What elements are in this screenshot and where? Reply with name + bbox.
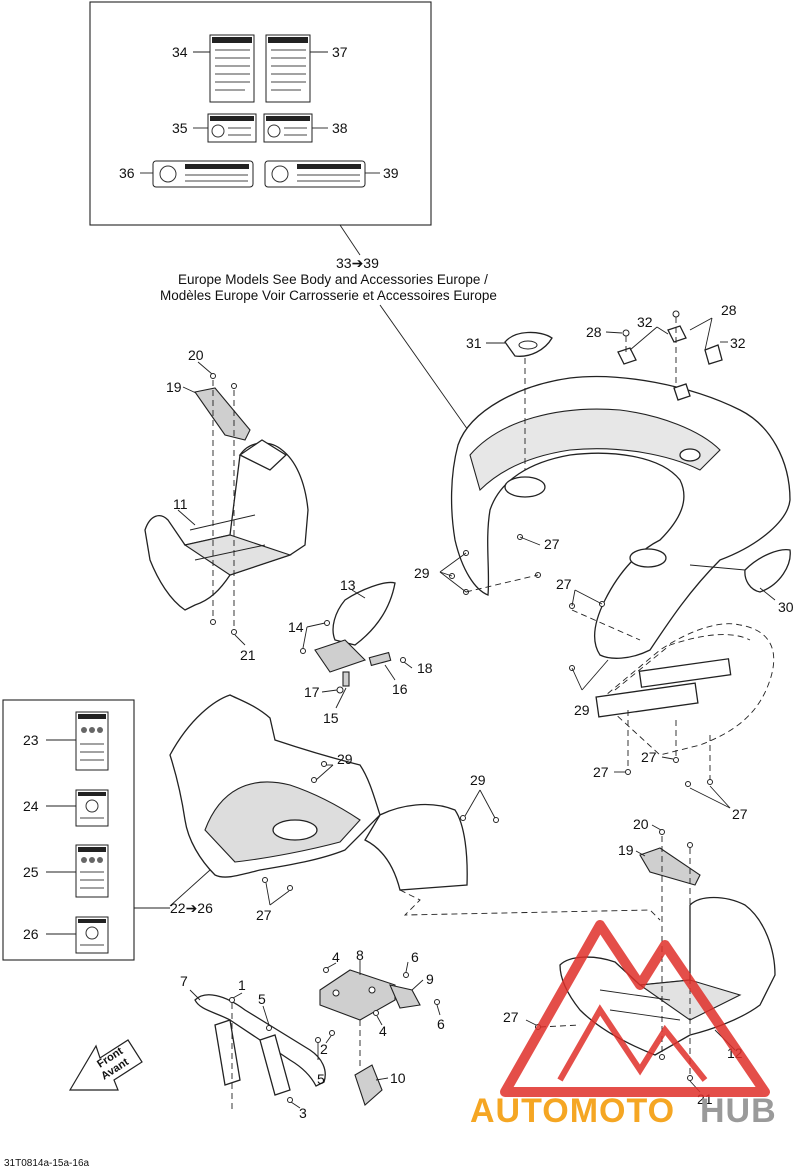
automotohub-watermark — [500, 920, 770, 1097]
callout-6-bottom: 6 — [437, 1016, 445, 1032]
part-10-bracket — [354, 1064, 383, 1106]
watermark-text-automoto: AUTOMOTO — [470, 1092, 675, 1130]
callout-6-top: 6 — [411, 949, 419, 965]
callout-15: 15 — [323, 710, 339, 726]
label-25-sticker — [75, 844, 109, 898]
callout-27-rack-c: 27 — [732, 806, 748, 822]
part-7-front-bumper — [194, 994, 326, 1096]
callout-4-bottom: 4 — [379, 1023, 387, 1039]
callout-10: 10 — [390, 1070, 406, 1086]
europe-labels-box — [89, 1, 432, 226]
callout-20-right: 20 — [633, 816, 649, 832]
part-28-screw — [622, 310, 680, 337]
callout-29-rear-low: 29 — [574, 702, 590, 718]
part-13-bracket — [314, 581, 396, 673]
label-26-sticker — [75, 916, 109, 954]
part-19-right-step — [639, 847, 701, 886]
callout-8: 8 — [356, 947, 364, 963]
part-19-left-step — [194, 387, 251, 441]
callout-37: 37 — [332, 44, 348, 60]
callout-29-rear-left: 29 — [414, 565, 430, 581]
callout-17: 17 — [304, 684, 320, 700]
label-39-sticker — [264, 160, 366, 188]
rear-rack-frame — [595, 623, 775, 756]
label-38-sticker — [263, 113, 313, 143]
callout-4-top: 4 — [332, 949, 340, 965]
label-35-sticker — [207, 113, 257, 143]
callout-2: 2 — [320, 1041, 328, 1057]
callout-13: 13 — [340, 577, 356, 593]
callout-33-39: 33➔39 — [336, 255, 379, 271]
callout-27-front: 27 — [256, 907, 272, 923]
europe-note-fr: Modèles Europe Voir Carrosserie et Acces… — [160, 288, 497, 303]
label-37-sticker — [265, 34, 311, 103]
callout-24: 24 — [23, 798, 39, 814]
callout-38: 38 — [332, 120, 348, 136]
part-8-bracket — [319, 969, 396, 1021]
label-34-sticker — [209, 34, 255, 103]
part-30-pad — [744, 549, 791, 593]
callout-21-left: 21 — [240, 647, 256, 663]
part-31-cover — [504, 331, 553, 357]
callout-29-front-fender: 29 — [470, 772, 486, 788]
callout-30: 30 — [778, 599, 794, 615]
callout-14: 14 — [288, 619, 304, 635]
callout-18: 18 — [417, 660, 433, 676]
callout-27-rack-b: 27 — [593, 764, 609, 780]
callout-20-left: 20 — [188, 347, 204, 363]
part-9-bracket — [389, 984, 421, 1009]
front-body — [169, 694, 381, 878]
callout-5-left: 5 — [258, 991, 266, 1007]
callout-7: 7 — [180, 973, 188, 989]
rack-fasteners — [625, 757, 713, 787]
callout-28-right: 28 — [721, 302, 737, 318]
callout-29-front-body: 29 — [337, 751, 353, 767]
callout-1: 1 — [238, 977, 246, 993]
callout-31: 31 — [466, 335, 482, 351]
callout-27-rear-top: 27 — [544, 536, 560, 552]
callout-22-26: 22➔26 — [170, 900, 213, 916]
callout-35: 35 — [172, 120, 188, 136]
europe-note-en: Europe Models See Body and Accessories E… — [178, 272, 488, 287]
rear-fender — [450, 375, 791, 659]
part-16-clip — [368, 651, 392, 667]
callout-26: 26 — [23, 926, 39, 942]
part-15-clip — [342, 671, 350, 687]
callout-19-right: 19 — [618, 842, 634, 858]
label-24-sticker — [75, 789, 109, 827]
callout-16: 16 — [392, 681, 408, 697]
callout-11: 11 — [173, 496, 188, 512]
diagram-code: 31T0814a-15a-16a — [4, 1158, 90, 1169]
callout-36: 36 — [119, 165, 135, 181]
callout-3: 3 — [299, 1105, 307, 1121]
label-36-sticker — [152, 160, 254, 188]
front-direction-arrow: Front Avant — [68, 1039, 143, 1091]
callout-5-right: 5 — [317, 1071, 325, 1087]
part-11-left-footwell — [144, 439, 309, 611]
callout-32-right: 32 — [730, 335, 746, 351]
callout-34: 34 — [172, 44, 188, 60]
callout-27-rack-a: 27 — [641, 749, 657, 765]
part-17-nut — [336, 686, 344, 694]
callout-27-rear-mid: 27 — [556, 576, 572, 592]
callout-9: 9 — [426, 971, 434, 987]
callout-27-right-footwell: 27 — [503, 1009, 519, 1025]
callout-19-left: 19 — [166, 379, 182, 395]
front-fender-right — [364, 803, 468, 891]
callout-39: 39 — [383, 165, 399, 181]
label-23-sticker — [75, 711, 109, 771]
callout-32-left: 32 — [637, 314, 653, 330]
stickers-22-26-box — [2, 699, 135, 961]
callout-25: 25 — [23, 864, 39, 880]
callout-28-left: 28 — [586, 324, 602, 340]
watermark-text-hub: HUB — [700, 1092, 777, 1130]
callout-23: 23 — [23, 732, 39, 748]
